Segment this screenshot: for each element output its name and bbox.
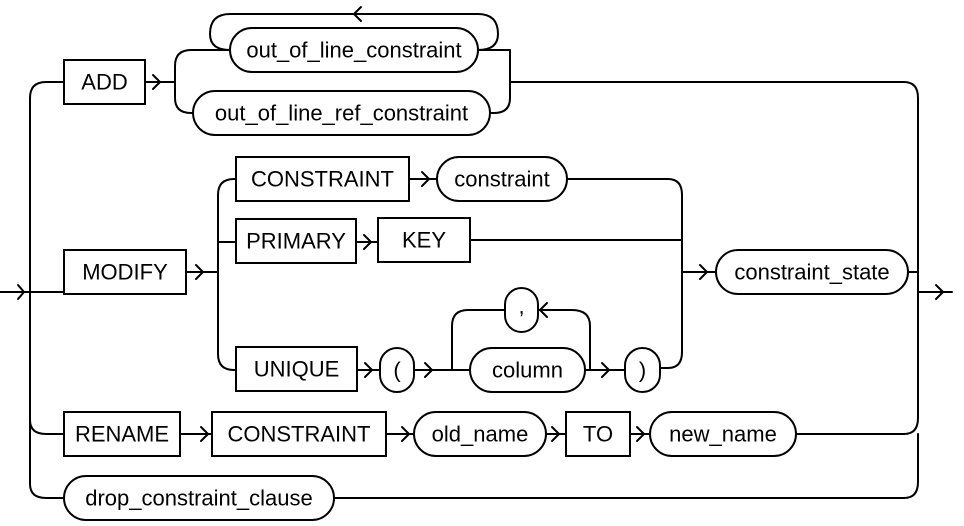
keyword-add-label: ADD bbox=[81, 70, 127, 95]
keyword-rename-label: RENAME bbox=[75, 422, 169, 447]
keyword-unique: UNIQUE bbox=[235, 346, 358, 392]
arrow-icon bbox=[421, 171, 430, 187]
symbol-right-paren: ) bbox=[624, 347, 661, 393]
nonterminal-drop-constraint-clause: drop_constraint_clause bbox=[63, 475, 335, 521]
keyword-add: ADD bbox=[63, 59, 146, 105]
keyword-primary: PRIMARY bbox=[235, 218, 357, 264]
entry-arrow-icon bbox=[17, 284, 25, 300]
constraint-label: constraint bbox=[454, 167, 549, 192]
keyword-primary-label: PRIMARY bbox=[246, 229, 346, 254]
symbol-comma: , bbox=[504, 287, 539, 333]
arrow-icon bbox=[699, 264, 708, 280]
drop-constraint-clause-label: drop_constraint_clause bbox=[85, 486, 312, 511]
arrow-icon bbox=[152, 74, 161, 90]
nonterminal-constraint: constraint bbox=[436, 156, 568, 202]
arrow-icon bbox=[401, 426, 410, 442]
symbol-left-paren: ( bbox=[379, 347, 415, 393]
arrow-icon bbox=[363, 234, 372, 250]
nonterminal-old-name: old_name bbox=[413, 411, 547, 457]
arrow-icon bbox=[200, 426, 209, 442]
constraint-state-label: constraint_state bbox=[734, 260, 889, 285]
arrow-icon bbox=[636, 426, 645, 442]
arrow-icon bbox=[364, 362, 373, 378]
keyword-modify-label: MODIFY bbox=[82, 260, 168, 285]
keyword-constraint-label: CONSTRAINT bbox=[228, 422, 371, 447]
column-label: column bbox=[492, 358, 563, 383]
arrow-icon bbox=[539, 302, 548, 318]
keyword-to: TO bbox=[565, 411, 631, 457]
keyword-constraint-label: CONSTRAINT bbox=[251, 167, 394, 192]
left-paren-label: ( bbox=[393, 358, 401, 383]
nonterminal-new-name: new_name bbox=[649, 411, 797, 457]
arrowheads bbox=[17, 6, 944, 442]
old-name-label: old_name bbox=[432, 422, 529, 447]
right-paren-label: ) bbox=[639, 358, 646, 383]
arrow-icon bbox=[424, 362, 433, 378]
nonterminal-constraint-state: constraint_state bbox=[715, 249, 909, 295]
loop-arrow-icon bbox=[353, 6, 362, 22]
keyword-key-label: KEY bbox=[402, 228, 446, 253]
arrow-icon bbox=[601, 362, 610, 378]
nonterminal-column: column bbox=[469, 347, 586, 393]
exit-arrow-icon bbox=[935, 284, 944, 300]
keyword-constraint-rename: CONSTRAINT bbox=[211, 411, 387, 457]
connector-lines bbox=[0, 13, 953, 499]
keyword-modify: MODIFY bbox=[63, 249, 187, 295]
nonterminal-out-of-line-constraint: out_of_line_constraint bbox=[229, 27, 479, 73]
arrow-icon bbox=[551, 426, 560, 442]
new-name-label: new_name bbox=[669, 422, 777, 447]
out-of-line-constraint-label: out_of_line_constraint bbox=[246, 38, 461, 63]
out-of-line-ref-constraint-label: out_of_line_ref_constraint bbox=[215, 101, 468, 126]
keyword-key: KEY bbox=[377, 217, 471, 263]
arrow-icon bbox=[195, 264, 204, 280]
keyword-to-label: TO bbox=[583, 422, 613, 447]
keyword-rename: RENAME bbox=[63, 411, 181, 457]
keyword-constraint-modify: CONSTRAINT bbox=[235, 156, 410, 202]
comma-label: , bbox=[518, 294, 524, 319]
keyword-unique-label: UNIQUE bbox=[254, 357, 340, 382]
nonterminal-out-of-line-ref-constraint: out_of_line_ref_constraint bbox=[192, 90, 491, 136]
